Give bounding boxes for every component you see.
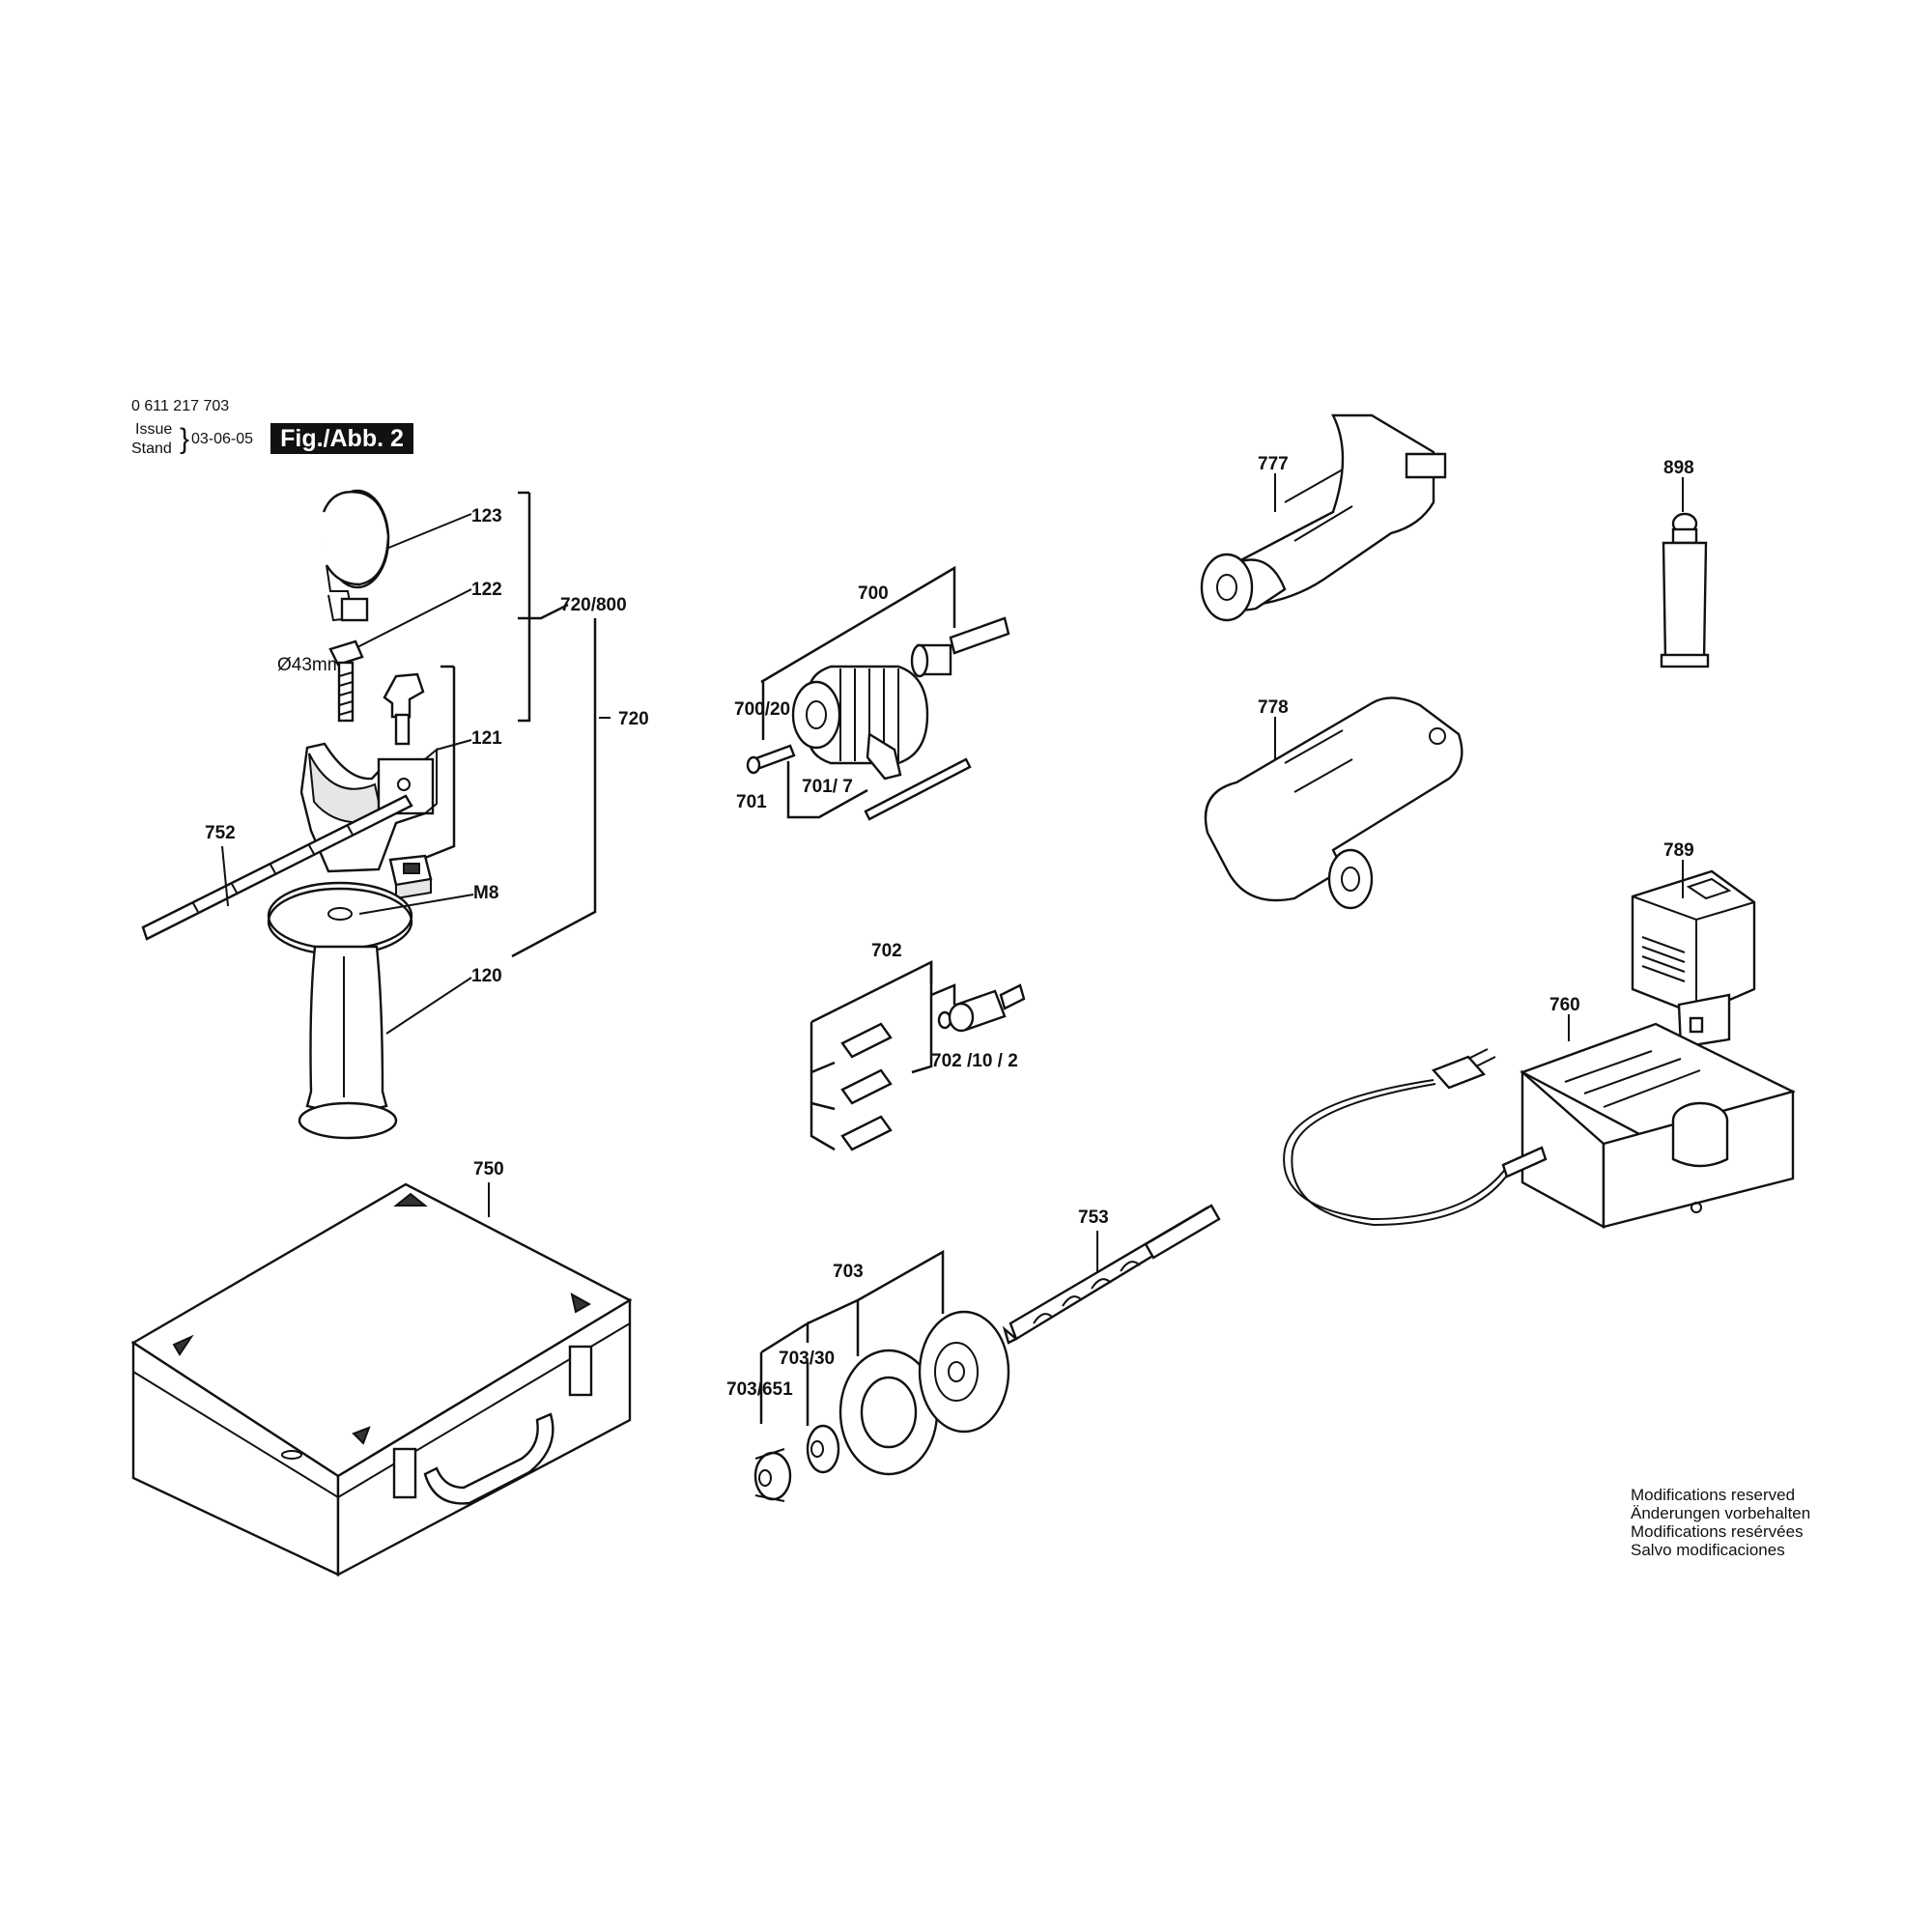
depth-stop-clamp-123 xyxy=(322,489,390,622)
callout-760: 760 xyxy=(1549,995,1580,1015)
chuck-key-701 xyxy=(864,731,972,821)
chuck-screw-700-20 xyxy=(746,744,796,775)
bracket-702-bits xyxy=(810,1022,836,1151)
note-line-de: Änderungen vorbehalten xyxy=(1631,1504,1811,1522)
bit-holder-702-10-2 xyxy=(937,983,1026,1033)
bracket-700 xyxy=(760,565,956,684)
depth-rod-752 xyxy=(141,794,413,941)
chuck-adapter xyxy=(910,616,1010,678)
callout-720: 720 xyxy=(618,709,649,729)
callout-702: 702 xyxy=(871,941,902,961)
note-line-es: Salvo modificaciones xyxy=(1631,1541,1785,1559)
stand-label: Stand xyxy=(131,440,172,457)
callout-123: 123 xyxy=(471,506,502,526)
note-line-fr: Modifications resérvées xyxy=(1631,1522,1804,1541)
screwdriver-bits-702 xyxy=(840,1022,893,1151)
part-703-30 xyxy=(806,1424,840,1474)
auxiliary-handle-120 xyxy=(298,945,398,1140)
callout-122: 122 xyxy=(471,580,502,600)
callout-703-30: 703/30 xyxy=(779,1349,835,1369)
angle-attachment-778 xyxy=(1204,696,1463,910)
issue-date: 03-06-05 xyxy=(191,431,254,447)
power-cord xyxy=(1283,1048,1548,1227)
callout-120: 120 xyxy=(471,966,502,986)
bracket-123-121 xyxy=(518,493,531,723)
callout-700-20: 700/20 xyxy=(734,699,790,720)
callout-701: 701 xyxy=(736,792,767,812)
modifications-note: Modifications reserved Änderungen vorbeh… xyxy=(1631,1486,1810,1559)
callout-701-7: 701/ 7 xyxy=(802,777,853,797)
grinding-wheel-703 xyxy=(918,1310,1010,1434)
grease-tube-898 xyxy=(1660,512,1710,668)
square-nut xyxy=(388,854,433,900)
angle-attachment-777 xyxy=(1200,413,1447,622)
masonry-bit-753 xyxy=(1002,1204,1221,1345)
part-number: 0 611 217 703 xyxy=(131,398,230,414)
callout-778: 778 xyxy=(1258,697,1289,718)
callout-750: 750 xyxy=(473,1159,504,1179)
charger-760 xyxy=(1520,1022,1796,1230)
callout-121: 121 xyxy=(471,728,502,749)
issue-label: Issue xyxy=(135,421,173,438)
wing-screw-121 xyxy=(383,672,425,746)
figure-label: Fig./Abb. 2 xyxy=(270,423,413,454)
battery-pack-789 xyxy=(1631,869,1756,1049)
part-703-651 xyxy=(753,1448,792,1502)
callout-753: 753 xyxy=(1078,1208,1109,1228)
callout-703: 703 xyxy=(833,1262,864,1282)
callout-898: 898 xyxy=(1663,458,1694,478)
callout-700: 700 xyxy=(858,583,889,604)
bracket-720 xyxy=(511,618,597,958)
guard-disk xyxy=(267,881,413,956)
callout-777: 777 xyxy=(1258,454,1289,474)
callout-752: 752 xyxy=(205,823,236,843)
callout-703-651: 703/651 xyxy=(726,1379,793,1400)
bracket-701 xyxy=(786,761,868,819)
key-chuck-700 xyxy=(791,665,929,765)
carrying-case-750 xyxy=(130,1182,633,1577)
callout-789: 789 xyxy=(1663,840,1694,861)
bolt-122 xyxy=(328,639,364,723)
handle-clamp-body xyxy=(299,742,438,873)
header-brace: } xyxy=(180,423,190,455)
note-line-en: Modifications reserved xyxy=(1631,1486,1796,1504)
diameter-label: Ø43mm xyxy=(277,655,343,675)
grinding-ring-703 xyxy=(838,1349,939,1476)
callout-720-800: 720/800 xyxy=(560,595,627,615)
bracket-121-nut xyxy=(424,667,456,860)
callout-702-10-2: 702 /10 / 2 xyxy=(931,1051,1018,1071)
callout-M8: M8 xyxy=(473,883,498,903)
